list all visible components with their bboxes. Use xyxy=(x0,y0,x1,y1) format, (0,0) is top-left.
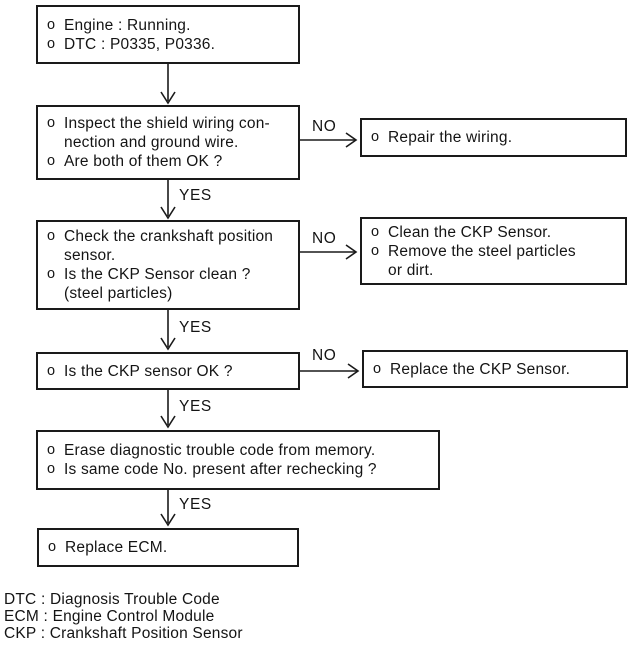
box-text-line: Is same code No. present after recheckin… xyxy=(64,461,377,478)
list-item: o Check the crankshaft position sensor. xyxy=(38,227,298,265)
edge-label-yes-3: YES xyxy=(177,398,214,416)
box-text-line: Repair the wiring. xyxy=(388,129,513,146)
box-text-line: sensor. xyxy=(64,247,116,264)
list-item: o Is the CKP Sensor clean ? (steel parti… xyxy=(38,265,298,303)
box-inspect-wiring: o Inspect the shield wiring con- nection… xyxy=(36,105,300,180)
list-item: o Remove the steel particles or dirt. xyxy=(362,242,625,280)
list-item: o Clean the CKP Sensor. xyxy=(362,223,625,242)
bullet-marker: o xyxy=(47,228,56,244)
bullet-marker: o xyxy=(47,153,56,169)
box-text-line: Check the crankshaft position xyxy=(64,228,274,245)
list-item: o Repair the wiring. xyxy=(362,128,625,147)
box-text-line: Inspect the shield wiring con- xyxy=(64,115,270,132)
bullet-marker: o xyxy=(371,223,380,240)
bullet-marker: o xyxy=(47,266,56,282)
box-precondition: o Engine : Running. o DTC : P0335, P0336… xyxy=(36,5,300,64)
box-clean-ckp: o Clean the CKP Sensor. o Remove the ste… xyxy=(360,217,627,285)
bullet-marker: o xyxy=(371,242,380,259)
bullet-marker: o xyxy=(47,35,56,52)
connector-ok-to-erase-yes xyxy=(160,390,176,429)
connector-erase-to-ecm-yes xyxy=(160,490,176,527)
list-item: o Are both of them OK ? xyxy=(38,152,298,171)
connector-start-to-inspect xyxy=(160,64,176,105)
bullet-marker: o xyxy=(47,461,56,477)
box-text-line: DTC : P0335, P0336. xyxy=(64,35,216,53)
bullet-marker: o xyxy=(373,360,382,377)
connector-inspect-to-check-yes xyxy=(160,180,176,220)
bullet-marker: o xyxy=(47,115,56,131)
box-text-line: Are both of them OK ? xyxy=(64,153,223,170)
box-text-line: Replace ECM. xyxy=(65,539,168,556)
box-text-line: or dirt. xyxy=(388,261,434,279)
list-item: o Replace ECM. xyxy=(39,538,297,557)
list-item: o Is the CKP sensor OK ? xyxy=(38,362,298,381)
box-text-line: Erase diagnostic trouble code from memor… xyxy=(64,442,376,459)
list-item: o Replace the CKP Sensor. xyxy=(364,360,626,379)
edge-label-yes-4: YES xyxy=(177,496,214,514)
box-text-line: Is the CKP sensor OK ? xyxy=(64,362,233,380)
edge-label-no-2: NO xyxy=(310,230,339,248)
box-check-ckp-clean: o Check the crankshaft position sensor. … xyxy=(36,220,300,310)
box-replace-ckp: o Replace the CKP Sensor. xyxy=(362,350,628,388)
bullet-marker: o xyxy=(371,129,380,145)
box-text-line: (steel particles) xyxy=(64,285,173,302)
bullet-marker: o xyxy=(47,16,56,33)
list-item: o Is same code No. present after recheck… xyxy=(38,460,438,479)
bullet-marker: o xyxy=(47,442,56,458)
list-item: o Erase diagnostic trouble code from mem… xyxy=(38,441,438,460)
edge-label-no-3: NO xyxy=(310,347,339,365)
box-text-line: Clean the CKP Sensor. xyxy=(388,223,552,241)
legend-line-dtc: DTC : Diagnosis Trouble Code xyxy=(4,591,220,608)
box-erase-dtc: o Erase diagnostic trouble code from mem… xyxy=(36,430,440,490)
edge-label-yes-2: YES xyxy=(177,319,214,337)
box-ckp-ok: o Is the CKP sensor OK ? xyxy=(36,352,300,390)
box-replace-ecm: o Replace ECM. xyxy=(37,528,299,567)
box-text-line: Replace the CKP Sensor. xyxy=(390,360,571,378)
edge-label-no-1: NO xyxy=(310,118,339,136)
box-text-line: nection and ground wire. xyxy=(64,134,239,151)
legend-line-ecm: ECM : Engine Control Module xyxy=(4,608,215,625)
box-text-line: Engine : Running. xyxy=(64,16,191,34)
box-text-line: Is the CKP Sensor clean ? xyxy=(64,266,251,283)
bullet-marker: o xyxy=(47,362,56,379)
list-item: o DTC : P0335, P0336. xyxy=(38,35,298,54)
connector-ok-to-replace-no xyxy=(300,363,360,379)
box-text-line: Remove the steel particles xyxy=(388,242,576,260)
bullet-marker: o xyxy=(48,539,57,555)
box-repair-wiring: o Repair the wiring. xyxy=(360,118,627,157)
legend-line-ckp: CKP : Crankshaft Position Sensor xyxy=(4,625,243,642)
abbreviation-legend: DTC : Diagnosis Trouble Code ECM : Engin… xyxy=(4,591,243,642)
connector-check-to-ok-yes xyxy=(160,310,176,351)
edge-label-yes-1: YES xyxy=(177,187,214,205)
list-item: o Inspect the shield wiring con- nection… xyxy=(38,114,298,152)
list-item: o Engine : Running. xyxy=(38,16,298,35)
